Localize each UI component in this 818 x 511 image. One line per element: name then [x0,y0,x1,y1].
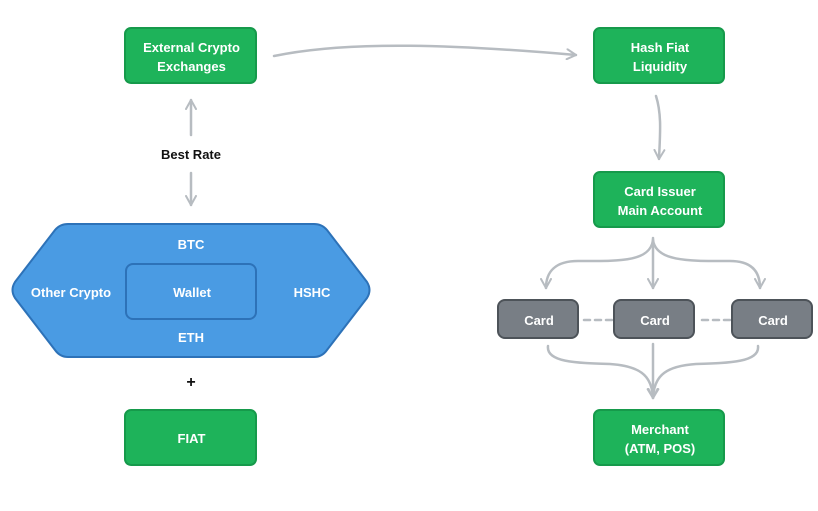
card-2-box [613,299,695,339]
card-3-box [731,299,813,339]
hash-fiat-box [593,27,725,84]
arrow-card-3-to-merchant [647,344,760,400]
fiat-box [124,409,257,466]
card-issuer-box [593,171,725,228]
arrow-issuer-to-card-1 [540,238,655,290]
arrow-exchanges-to-hash-fiat [272,44,578,61]
wallet-box [125,263,257,320]
arrow-card-1-to-merchant [546,344,659,400]
external-exchanges-box [124,27,257,84]
arrow-issuer-to-card-3 [651,238,766,290]
arrow-hash-fiat-to-card-issuer [653,94,666,161]
card-1-box [497,299,579,339]
merchant-box [593,409,725,466]
